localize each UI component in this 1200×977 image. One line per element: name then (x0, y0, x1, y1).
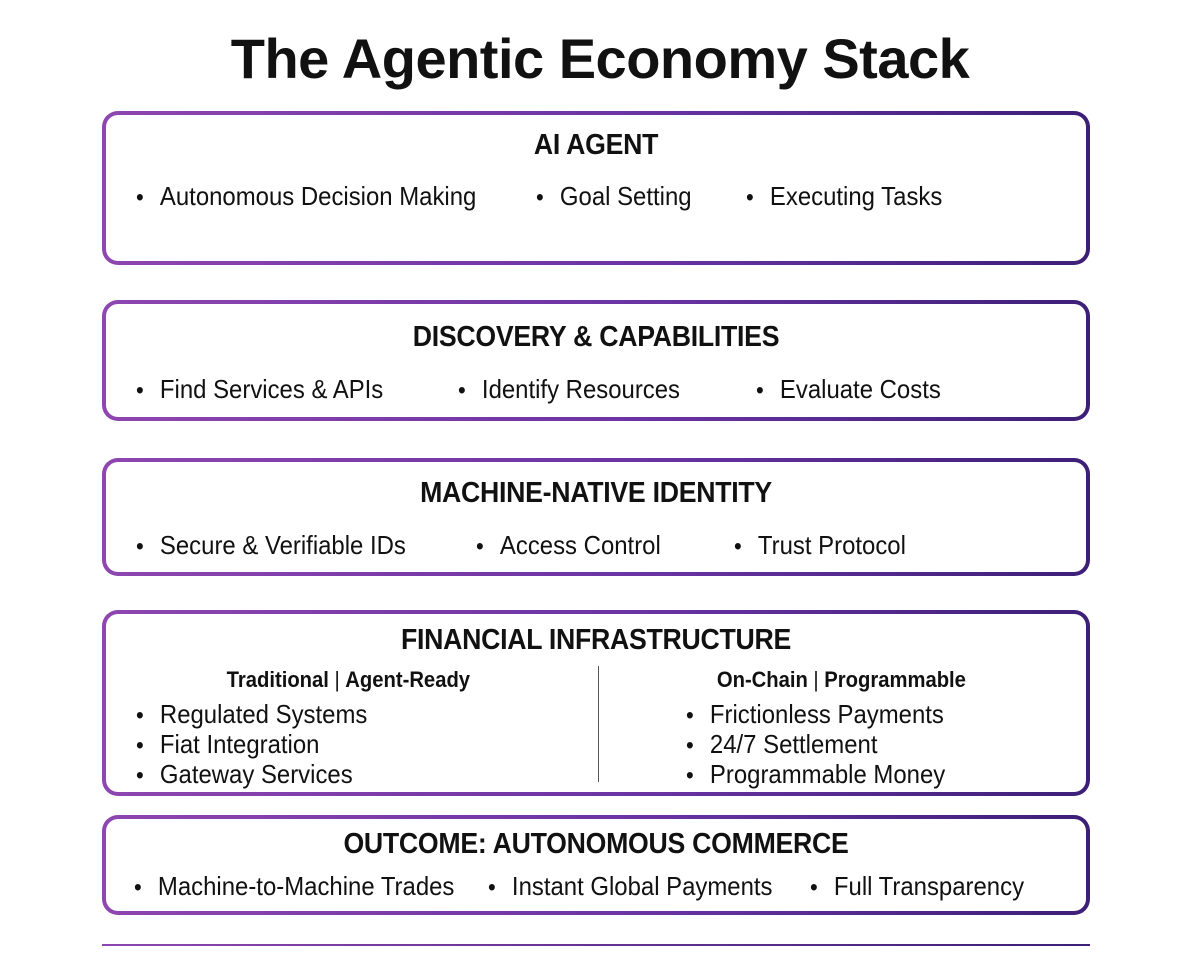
list-item: Trust Protocol (734, 530, 906, 562)
list-item: Gateway Services (136, 759, 353, 791)
layer-machine-native-identity: MACHINE-NATIVE IDENTITY Secure & Verifia… (102, 458, 1090, 576)
layer-title: DISCOVERY & CAPABILITIES (412, 321, 780, 353)
list-item: 24/7 Settlement (686, 729, 878, 761)
list-item: Identify Resources (458, 374, 680, 406)
list-item: Regulated Systems (136, 699, 367, 731)
list-item: Evaluate Costs (756, 374, 941, 406)
bottom-divider (102, 944, 1090, 946)
layer-title: MACHINE-NATIVE IDENTITY (420, 477, 772, 509)
list-item: Frictionless Payments (686, 699, 944, 731)
column-divider (598, 666, 599, 782)
layer-discovery-capabilities: DISCOVERY & CAPABILITIES Find Services &… (102, 300, 1090, 421)
list-item: Access Control (476, 530, 661, 562)
layer-financial-infrastructure: FINANCIAL INFRASTRUCTURE Traditional|Age… (102, 610, 1090, 796)
layer-title: OUTCOME: AUTONOMOUS COMMERCE (343, 828, 849, 860)
list-item: Instant Global Payments (488, 871, 773, 903)
list-item: Full Transparency (810, 871, 1024, 903)
layer-outcome-autonomous-commerce: OUTCOME: AUTONOMOUS COMMERCE Machine-to-… (102, 815, 1090, 915)
list-item: Programmable Money (686, 759, 945, 791)
page-title: The Agentic Economy Stack (230, 27, 970, 90)
layer-title: FINANCIAL INFRASTRUCTURE (400, 624, 792, 656)
layer-title: AI AGENT (533, 129, 659, 161)
column-heading-on-chain: On-Chain|Programmable (716, 667, 966, 692)
list-item: Fiat Integration (136, 729, 320, 761)
list-item: Secure & Verifiable IDs (136, 530, 406, 562)
list-item: Executing Tasks (746, 181, 942, 213)
layer-ai-agent: AI AGENT Autonomous Decision Making Goal… (102, 111, 1090, 265)
list-item: Find Services & APIs (136, 374, 383, 406)
column-heading-traditional: Traditional|Agent-Ready (226, 667, 471, 692)
list-item: Goal Setting (536, 181, 692, 213)
list-item: Machine-to-Machine Trades (134, 871, 454, 903)
list-item: Autonomous Decision Making (136, 181, 476, 213)
